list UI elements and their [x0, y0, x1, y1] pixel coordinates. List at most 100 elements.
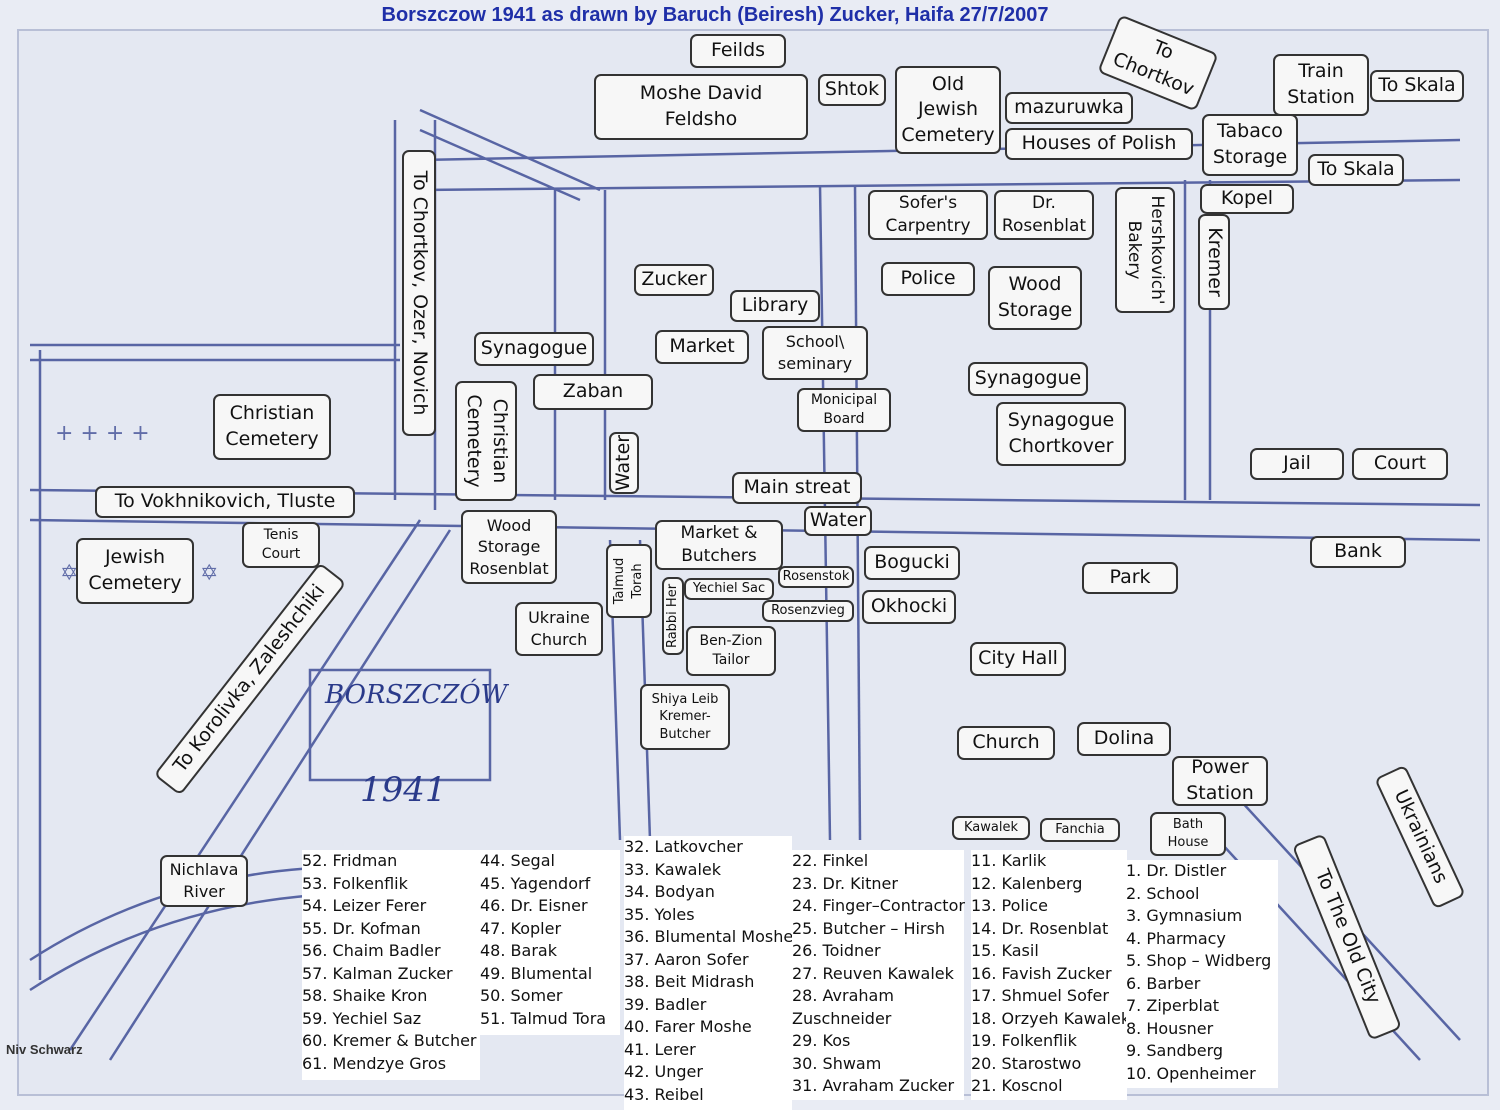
label-park: Park [1082, 562, 1178, 594]
svg-text:+ + + +: + + + + [55, 421, 150, 446]
label-church: Church [957, 726, 1055, 760]
label-market-butchers: Market & Butchers [655, 520, 783, 570]
label-fanchia: Fanchia [1040, 818, 1120, 842]
legend-entry: 14. Dr. Rosenblat [971, 918, 1109, 938]
legend-entry: 12. Kalenberg [971, 873, 1083, 893]
legend-entry: 60. Kremer & Butcher [302, 1031, 477, 1050]
label-nichlava-river: Nichlava River [160, 855, 248, 907]
label-jewish-cemetery: Jewish Cemetery [76, 538, 194, 604]
label-yechiel-sac: Yechiel Sac [684, 578, 774, 600]
label-ukraine-church: Ukraine Church [515, 602, 603, 656]
legend-entry: 52. Fridman [302, 851, 398, 870]
label-okhocki: Okhocki [862, 590, 956, 624]
label-water-vertical: Water [609, 432, 639, 494]
legend-entry: 8. Housner [1126, 1018, 1214, 1038]
legend-entry: 44. Segal [480, 851, 555, 870]
legend-entry: 2. School [1126, 883, 1200, 903]
legend-column-1: 52. Fridman 53. Folkenflik 54. Leizer Fere… [302, 850, 480, 1080]
legend-entry: 21. Koscnol [971, 1076, 1063, 1095]
legend-entry: 22. Finkel [792, 851, 869, 870]
svg-text:✡: ✡ [60, 561, 78, 586]
label-power-station: Power Station [1172, 756, 1268, 806]
label-mazuruwka: mazuruwka [1005, 92, 1133, 124]
legend-entry: 54. Leizer Ferer [302, 896, 427, 915]
label-feilds: Feilds [690, 34, 786, 68]
legend-entry: 31. Avraham Zucker [792, 1076, 955, 1095]
label-bath-house: Bath House [1150, 812, 1226, 856]
label-talmud-torah: Talmud Torah [606, 544, 652, 618]
legend-entry: 58. Shaike Kron [302, 986, 428, 1005]
legend-entry: 18. Orzyeh Kawalek [971, 1008, 1131, 1028]
label-moshe-david-feldsho: Moshe David Feldsho [594, 74, 808, 140]
sketch-year: 1941 [360, 770, 447, 810]
legend-entry: 40. Farer Moshe [624, 1017, 752, 1036]
legend-entry: 32. Latkovcher [624, 837, 743, 856]
legend-entry: 42. Unger [624, 1062, 703, 1081]
label-city-hall: City Hall [970, 642, 1066, 676]
legend-entry: 3. Gymnasium [1126, 906, 1243, 925]
legend-entry: 57. Kalman Zucker [302, 963, 453, 983]
sketch-town-name: BORSZCZÓW [325, 680, 508, 710]
legend-entry: 20. Starostwo [971, 1053, 1082, 1073]
label-to-skala-1: To Skala [1370, 70, 1464, 102]
legend-entry: 45. Yagendorf [480, 873, 591, 893]
legend-entry: 53. Folkenflik [302, 873, 408, 893]
legend-entry: 41. Lerer [624, 1039, 696, 1059]
legend-entry: 9. Sandberg [1126, 1041, 1224, 1060]
legend-entry: 37. Aaron Sofer [624, 949, 749, 969]
legend-entry: 30. Shwam [792, 1053, 882, 1073]
label-to-skala-2: To Skala [1308, 154, 1404, 186]
legend-entry: 49. Blumental [480, 963, 593, 983]
label-monicipal-board: Monicipal Board [797, 388, 891, 432]
legend-entry: 35. Yoles [624, 904, 695, 924]
label-kawalek: Kawalek [952, 816, 1030, 840]
legend-entry: 34. Bodyan [624, 882, 715, 901]
legend-entry: 19. Folkenflik [971, 1031, 1077, 1050]
legend-entry: 13. Police [971, 896, 1048, 915]
label-jail: Jail [1250, 448, 1344, 480]
label-rosenzvieg: Rosenzvieg [762, 600, 854, 622]
legend-entry: 1. Dr. Distler [1126, 861, 1227, 880]
legend-entry: 27. Reuven Kawalek [792, 963, 954, 983]
legend-entry: 25. Butcher – Hirsh [792, 918, 945, 938]
legend-entry: 56. Chaim Badler [302, 941, 441, 960]
label-christian-cemetery: Christian Cemetery [213, 394, 331, 460]
legend-entry: 15. Kasil [971, 941, 1039, 960]
legend-column-3: 32. Latkovcher 33. Kawalek 34. Bodyan 35. Y… [624, 836, 793, 1110]
label-houses-of-polish: Houses of Polish [1005, 128, 1193, 160]
legend-entry: 11. Karlik [971, 851, 1047, 870]
legend-entry: 4. Pharmacy [1126, 928, 1226, 948]
legend-entry: 39. Badler [624, 994, 707, 1014]
label-zucker: Zucker [634, 264, 714, 296]
label-sofers-carpentry: Sofer's Carpentry [868, 190, 988, 240]
credit: Niv Schwarz [6, 1042, 83, 1057]
label-christian-cemetery-vertical: Christian Cemetery [455, 381, 517, 501]
label-synagogue-left: Synagogue [474, 332, 594, 366]
legend-entry: 24. Finger–Contractor [792, 896, 965, 915]
label-train-station: Train Station [1273, 54, 1369, 116]
legend-entry: 6. Barber [1126, 973, 1201, 993]
legend-entry: Zuschneider [792, 1008, 892, 1028]
label-tabaco-storage: Tabaco Storage [1202, 114, 1298, 176]
label-to-vokhnikovich: To Vokhnikovich, Tluste [95, 486, 355, 518]
legend-entry: 10. Openheimer [1126, 1063, 1256, 1083]
legend-entry: 46. Dr. Eisner [480, 896, 588, 915]
label-rabbi-her: Rabbi Her [662, 577, 684, 655]
legend-entry: 17. Shmuel Sofer [971, 986, 1109, 1005]
legend-entry: 55. Dr. Kofman [302, 918, 421, 938]
legend-entry: 59. Yechiel Saz [302, 1008, 422, 1028]
map-title: Borszczow 1941 as drawn by Baruch (Beire… [381, 4, 1049, 26]
legend-column-5: 11. Karlik 12. Kalenberg 13. Police 14. Dr.… [971, 850, 1131, 1100]
label-wood-storage: Wood Storage [988, 266, 1082, 330]
legend-entry: 33. Kawalek [624, 859, 721, 879]
label-main-street: Main streat [732, 472, 862, 504]
legend-column-6: 1. Dr. Distler 2. School 3. Gymnasium 4. Ph… [1126, 860, 1278, 1088]
label-kopel: Kopel [1200, 184, 1294, 214]
label-dolina: Dolina [1077, 722, 1171, 756]
label-rosenstok: Rosenstok [778, 566, 854, 588]
legend-entry: 7. Ziperblat [1126, 996, 1220, 1015]
legend-entry: 16. Favish Zucker [971, 963, 1112, 983]
label-library: Library [730, 290, 820, 322]
label-hershkovich-bakery: Hershkovich' Bakery [1115, 187, 1175, 313]
